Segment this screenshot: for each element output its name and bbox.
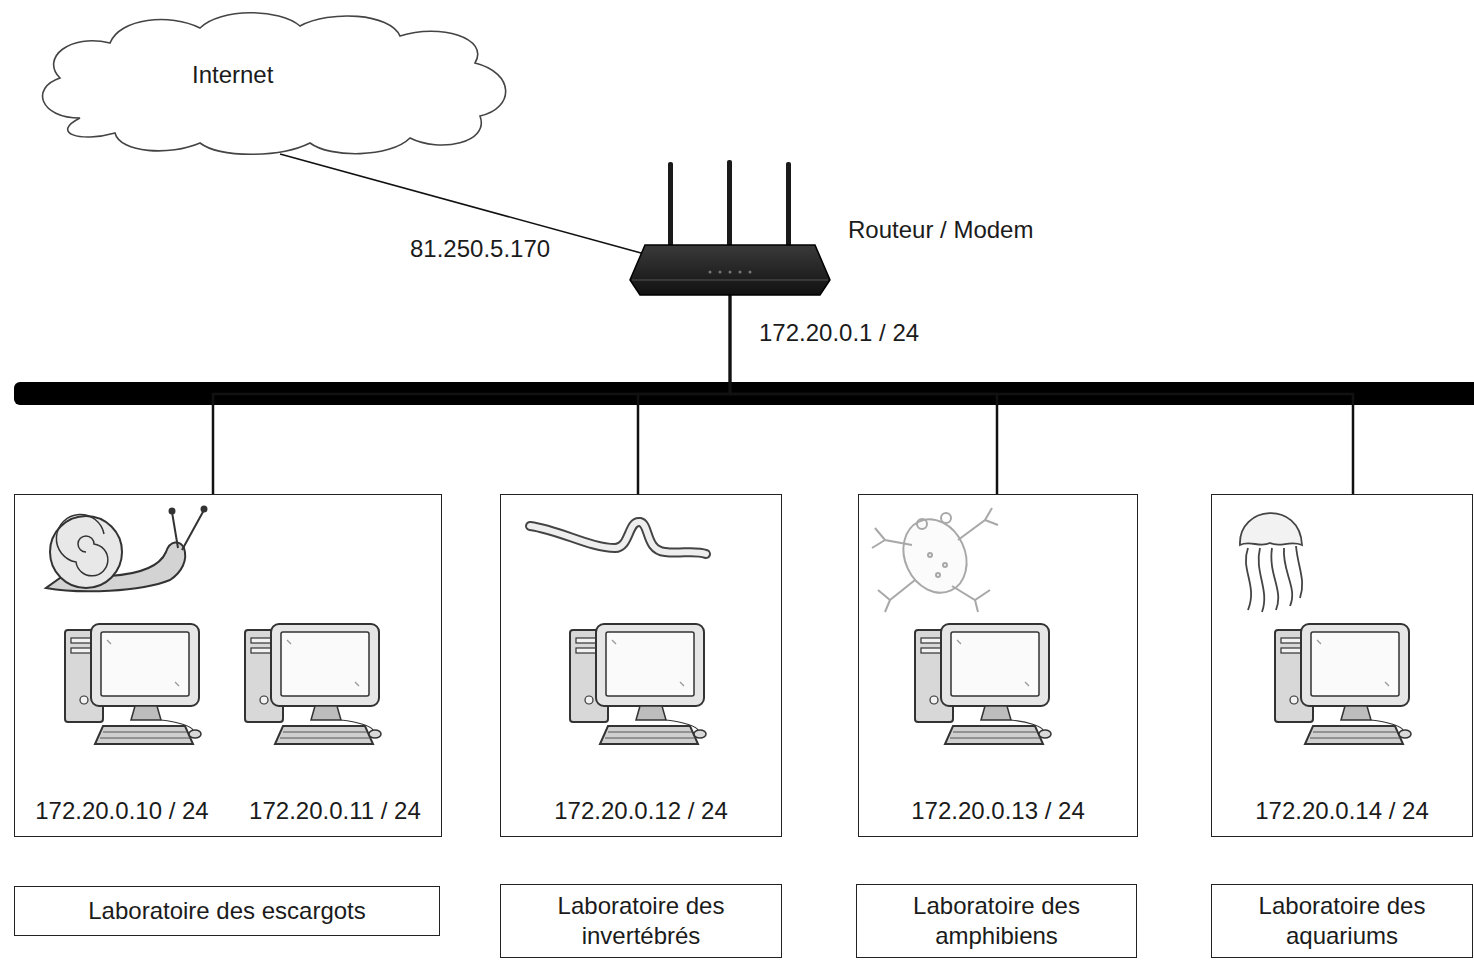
lab-name-box: Laboratoire des aquariums: [1211, 884, 1473, 958]
network-link: [638, 295, 730, 494]
lab-name: Laboratoire des escargots: [88, 896, 366, 926]
antenna: [668, 162, 673, 250]
ip-address: 172.20.0.10 / 24: [35, 796, 208, 826]
lab-computer-box: 172.20.0.13 / 24: [858, 494, 1138, 837]
network-link: [213, 295, 730, 494]
network-link: [730, 295, 1353, 494]
frog-illustration: [872, 508, 998, 612]
router-leds: [709, 271, 752, 274]
device-label: Routeur / Modem: [848, 215, 1033, 245]
internet-cloud: Internet: [20, 8, 520, 158]
lab-name: Laboratoire des aquariums: [1222, 891, 1462, 951]
lab-name-box: Laboratoire des invertébrés: [500, 884, 782, 958]
router-icon: [630, 160, 830, 300]
worm-illustration: [530, 522, 706, 554]
jellyfish-illustration: [1240, 513, 1302, 612]
router-modem: Routeur / Modem: [630, 160, 830, 300]
lab-name: Laboratoire des invertébrés: [511, 891, 771, 951]
snail-illustration: [46, 507, 207, 592]
router-edge: [632, 279, 828, 280]
computer-icon: [245, 624, 381, 744]
lab-name: Laboratoire des amphibiens: [867, 891, 1126, 951]
lab-name-box: Laboratoire des amphibiens: [856, 884, 1137, 958]
lab-computer-box: 172.20.0.12 / 24: [500, 494, 782, 837]
cloud-label: Internet: [192, 60, 273, 90]
ip-address-label: 172.20.0.1 / 24: [757, 318, 921, 348]
computer-icon: [1275, 624, 1411, 744]
ip-address-row: 172.20.0.13 / 24: [859, 796, 1137, 826]
computer-icon: [570, 624, 706, 744]
ip-address: 172.20.0.13 / 24: [911, 796, 1084, 826]
computers: [65, 624, 1411, 744]
antenna: [727, 160, 732, 248]
ip-address-label: 81.250.5.170: [408, 234, 552, 264]
ip-address-row: 172.20.0.14 / 24: [1212, 796, 1472, 826]
router-body: [630, 245, 830, 295]
lab-computer-box: 172.20.0.14 / 24: [1211, 494, 1473, 837]
computer-icon: [65, 624, 201, 744]
ip-address: 172.20.0.12 / 24: [554, 796, 727, 826]
cloud-shape: [43, 13, 506, 155]
ip-address: 172.20.0.14 / 24: [1255, 796, 1428, 826]
ip-address-row: 172.20.0.12 / 24: [501, 796, 781, 826]
lab-name-box: Laboratoire des escargots: [14, 886, 440, 936]
ip-address-row: 172.20.0.10 / 24 172.20.0.11 / 24: [15, 796, 441, 826]
computer-icon: [915, 624, 1051, 744]
ip-address: 172.20.0.11 / 24: [249, 796, 421, 826]
antenna: [786, 162, 791, 250]
lab-computer-box: 172.20.0.10 / 24 172.20.0.11 / 24: [14, 494, 442, 837]
